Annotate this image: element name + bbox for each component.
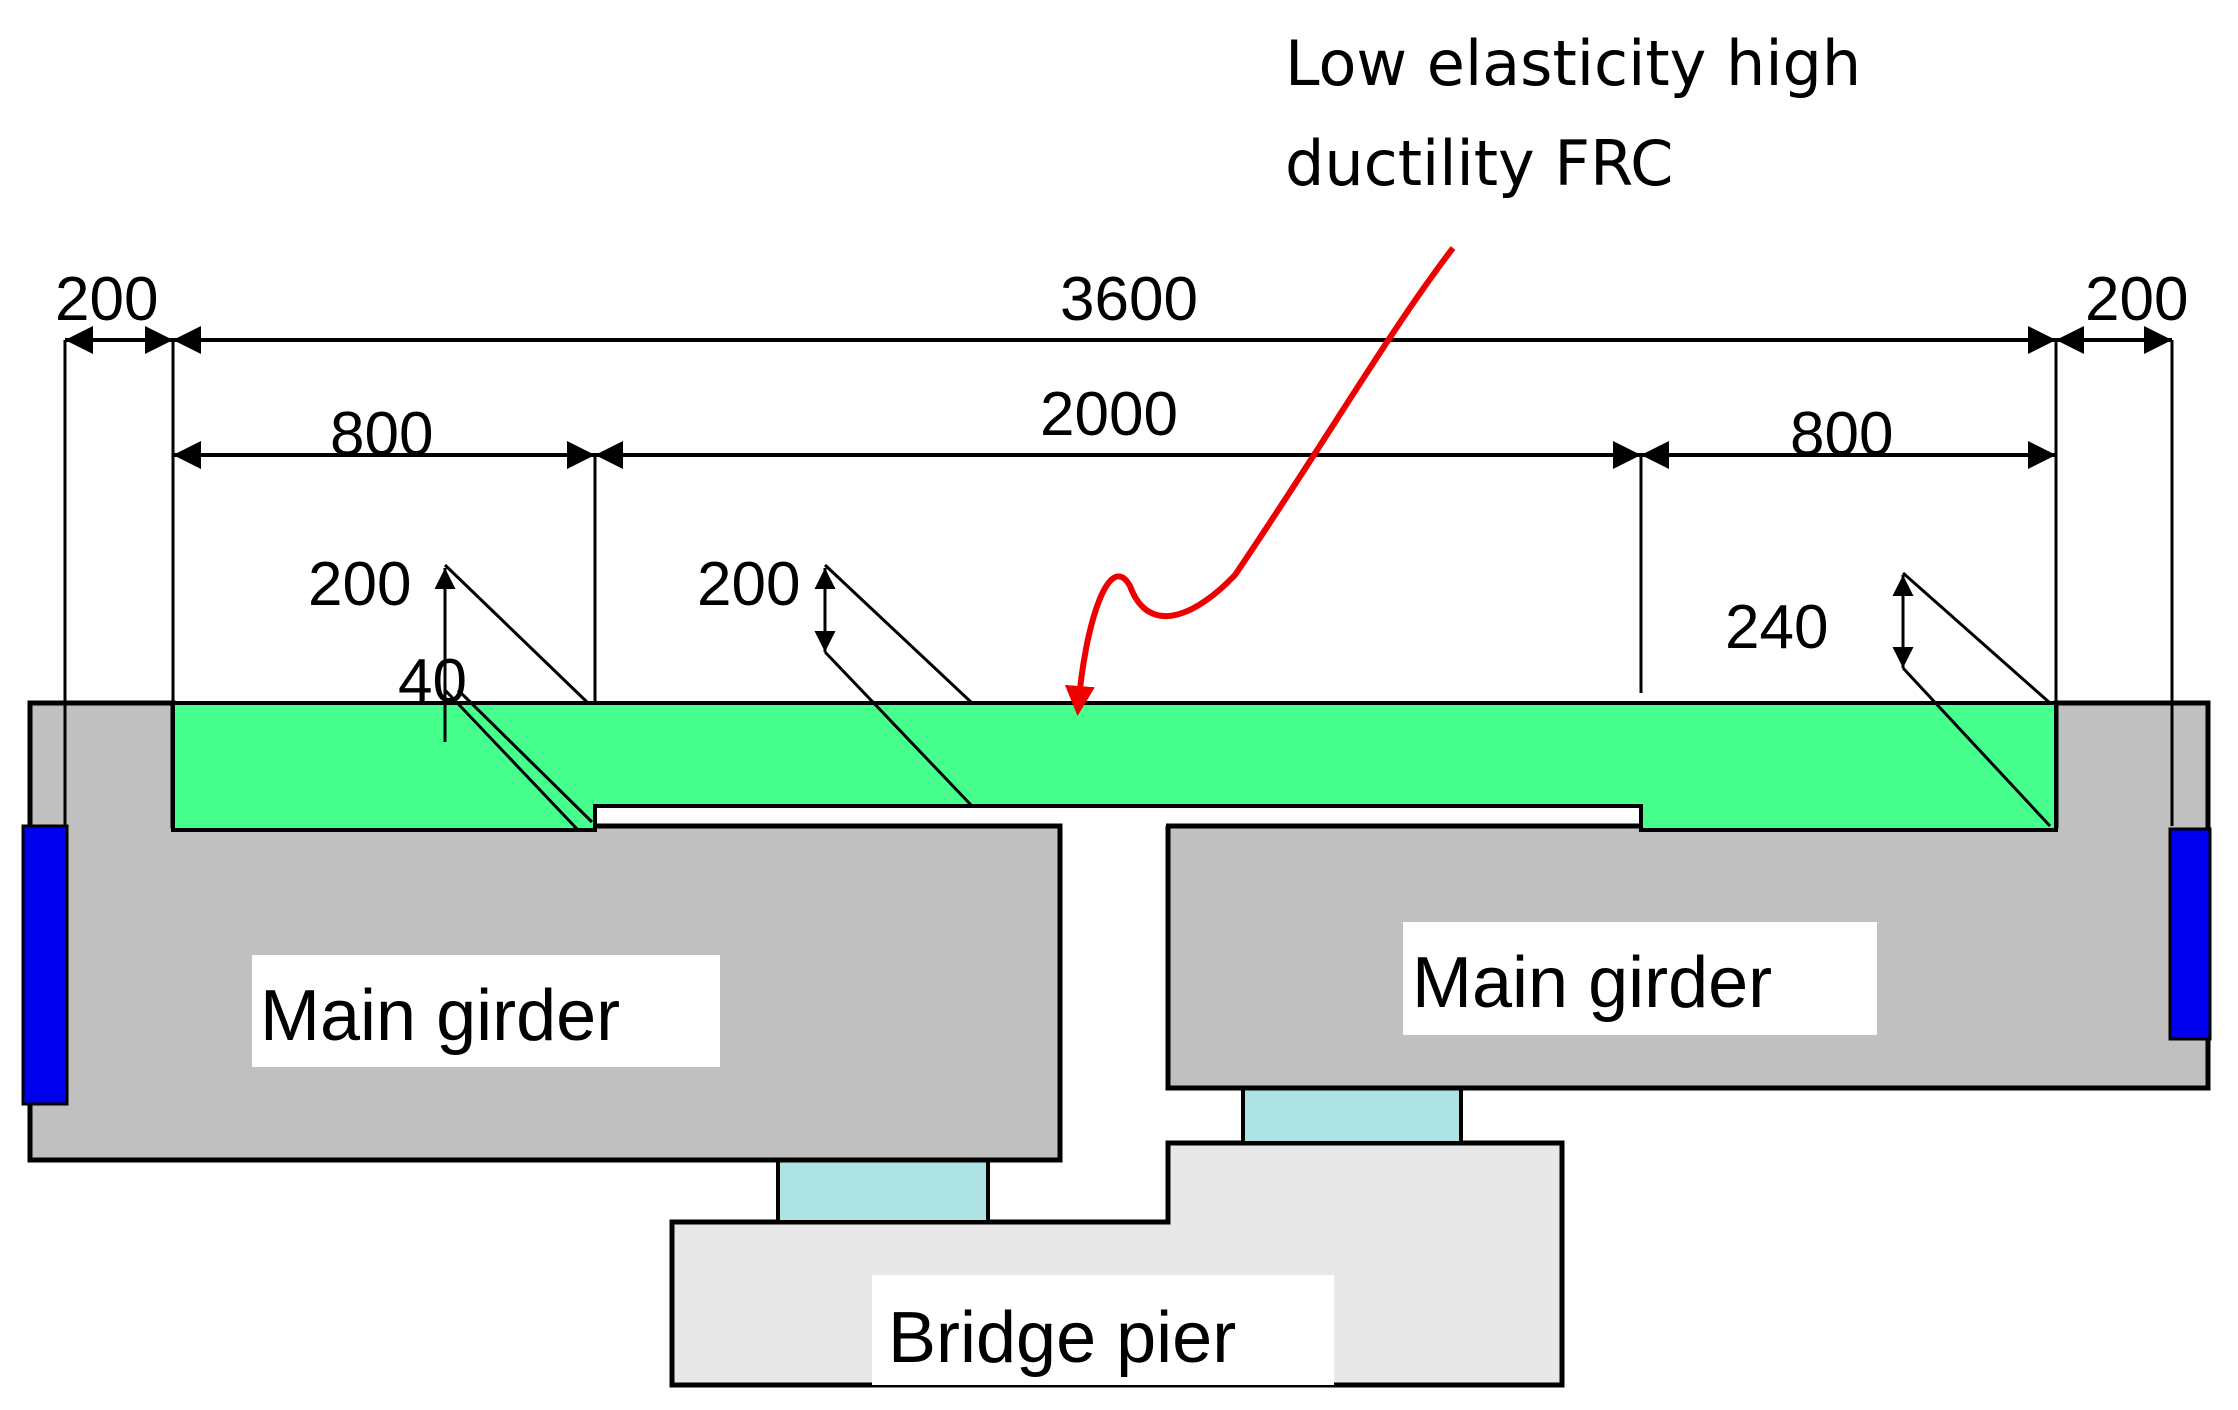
dimension-middle-segment: 2000 xyxy=(1040,380,1178,449)
pier-label-background xyxy=(872,1275,1334,1385)
dimension-left-depth: 200 xyxy=(308,550,411,619)
annotation-line-1: Low elasticity high xyxy=(1285,27,1861,100)
left-edge-strip xyxy=(21,824,69,1106)
annotation-arrow xyxy=(1064,246,1456,716)
left-step-leader-2 xyxy=(456,688,594,824)
right-bearing xyxy=(1241,1086,1463,1145)
pier-label: Bridge pier xyxy=(888,1298,1236,1378)
left-girder-label: Main girder xyxy=(260,976,620,1056)
annotation-line-2: ductility FRC xyxy=(1285,127,1673,200)
right-girder-label: Main girder xyxy=(1412,943,1772,1023)
dimension-right-edge: 200 xyxy=(2085,265,2188,334)
frc-layer xyxy=(171,701,2058,832)
dimension-left-edge: 200 xyxy=(55,265,158,334)
dimension-total-span: 3600 xyxy=(1060,265,1198,334)
middle-depth-leader-lower xyxy=(823,650,974,808)
dimension-left-step: 40 xyxy=(398,647,467,716)
left-depth-leader xyxy=(443,563,590,705)
right-depth-leader-lower xyxy=(1901,666,2052,828)
dimension-left-segment: 800 xyxy=(330,400,433,469)
right-edge-strip xyxy=(2168,827,2212,1041)
right-girder-label-background xyxy=(1403,922,1877,1035)
right-depth-leader xyxy=(1902,571,2051,705)
middle-depth-leader xyxy=(823,563,974,705)
dimension-right-segment: 800 xyxy=(1790,400,1893,469)
left-step-leader xyxy=(443,688,580,832)
left-bearing xyxy=(776,1158,990,1224)
dimension-middle-depth: 200 xyxy=(697,550,800,619)
dimension-right-depth: 240 xyxy=(1725,593,1828,662)
left-girder-label-background xyxy=(252,955,720,1067)
